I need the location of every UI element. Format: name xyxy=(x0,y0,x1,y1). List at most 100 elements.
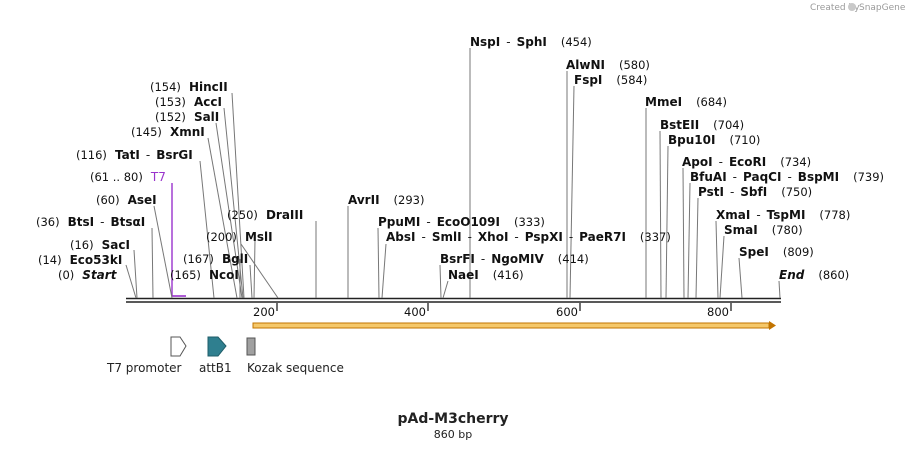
site-saci[interactable]: (16)SacI xyxy=(70,238,130,252)
site-position: (116) xyxy=(76,148,107,162)
svg-text:(60)AseI: (60) AseI xyxy=(96,193,157,207)
credit-brand: SnapGene xyxy=(859,3,906,13)
site-position: (684) xyxy=(696,95,727,109)
site-tati-bsrgi[interactable]: (116)TatI-BsrGI xyxy=(76,148,193,162)
site-bpu10i[interactable]: Bpu10I(710) xyxy=(668,133,760,147)
enzyme-name: End xyxy=(779,268,805,282)
ruler-ticks: 200 400 600 800 xyxy=(253,303,732,319)
legend-item-attb1[interactable]: attB1 xyxy=(199,336,232,375)
site-fspi[interactable]: FspI(584) xyxy=(574,73,647,87)
enzyme-name: SphI xyxy=(517,35,547,49)
site-avrii[interactable]: AvrII(293) xyxy=(348,193,424,207)
svg-text:(0)Start: (0)Start xyxy=(58,268,118,282)
enzyme-name: NspI xyxy=(470,35,500,49)
site-psti-sbfi[interactable]: PstI-SbfI(750) xyxy=(698,185,812,199)
feature-position: (61 .. 80) xyxy=(90,170,143,184)
svg-text:(61 .. 80)T7: (61 .. 80) T7 xyxy=(90,170,166,184)
site-naei[interactable]: NaeI(416) xyxy=(448,268,524,282)
site-position: (860) xyxy=(818,268,849,282)
enzyme-name: HincII xyxy=(189,80,228,94)
site-position: (416) xyxy=(493,268,524,282)
site-position: (60) xyxy=(96,193,120,207)
site-sep: - xyxy=(146,148,150,162)
site-absi-xhoi-group[interactable]: AbsI-SmlI-XhoI-PspXI-PaeR7I(337) xyxy=(386,230,671,244)
site-start[interactable]: (0)Start xyxy=(58,268,118,282)
site-mmei[interactable]: MmeI(684) xyxy=(645,95,727,109)
enzyme-name: PaeR7I xyxy=(579,230,626,244)
svg-text:BsrFI-NgoMIV(414): BsrFI-NgoMIV(414) xyxy=(440,252,589,266)
site-nspi-sphi[interactable]: NspI-SphI(454) xyxy=(470,35,592,49)
site-apoi-ecori[interactable]: ApoI-EcoRI(734) xyxy=(682,155,811,169)
site-spei[interactable]: SpeI(809) xyxy=(739,245,814,259)
site-ncoi[interactable]: (165)NcoI xyxy=(170,268,239,282)
svg-text:(153)AccI: (153)AccI xyxy=(155,95,222,109)
site-position: (750) xyxy=(781,185,812,199)
feature-t7-label[interactable]: (61 .. 80) T7 xyxy=(90,170,166,184)
svg-text:End(860): End (860) xyxy=(779,268,849,282)
enzyme-name: PstI xyxy=(698,185,724,199)
svg-text:(167)BglI: (167)BglI xyxy=(183,252,248,266)
tick-label-200: 200 xyxy=(253,305,275,319)
site-alwni[interactable]: AlwNI(580) xyxy=(566,58,650,72)
site-asei[interactable]: (60) AseI xyxy=(96,193,157,207)
site-msli[interactable]: (200) MslI xyxy=(206,230,273,244)
site-bsrfi-ngomiv[interactable]: BsrFI-NgoMIV(414) xyxy=(440,252,589,266)
site-btsi-btsai[interactable]: (36)BtsI-BtsαI xyxy=(36,215,145,229)
site-smai[interactable]: SmaI(780) xyxy=(724,223,803,237)
site-sep: - xyxy=(100,215,104,229)
feature-orf-arrow[interactable] xyxy=(252,321,776,330)
enzyme-name: Start xyxy=(82,268,117,282)
svg-text:FspI(584): FspI(584) xyxy=(574,73,647,87)
enzyme-name: AlwNI xyxy=(566,58,605,72)
legend-item-t7-promoter[interactable]: T7 promoter xyxy=(106,336,187,375)
site-xmni[interactable]: (145)XmnI xyxy=(131,125,205,139)
site-position: (200) xyxy=(206,230,237,244)
enzyme-name: NgoMIV xyxy=(491,252,544,266)
svg-text:NspI-SphI(454): NspI-SphI(454) xyxy=(470,35,592,49)
site-hincii[interactable]: (154)HincII xyxy=(150,80,228,94)
tick-label-800: 800 xyxy=(707,305,729,319)
site-sep: - xyxy=(569,230,573,244)
site-bfuai-paqci-bspmi[interactable]: BfuAI-PaqCI-BspMI(739) xyxy=(690,170,884,184)
enzyme-name: BspMI xyxy=(798,170,839,184)
site-acci[interactable]: (153)AccI xyxy=(155,95,222,109)
svg-text:(36)BtsI-BtsαI: (36)BtsI-BtsαI xyxy=(36,215,145,229)
svg-text:(116)TatI-BsrGI: (116)TatI-BsrGI xyxy=(76,148,193,162)
site-draiii[interactable]: (250)DraIII xyxy=(227,208,303,222)
site-xmai-tspmi[interactable]: XmaI-TspMI(778) xyxy=(716,208,850,222)
site-position: (293) xyxy=(394,193,425,207)
enzyme-name: PspXI xyxy=(525,230,563,244)
site-position: (710) xyxy=(729,133,760,147)
enzyme-name: BsrGI xyxy=(156,148,193,162)
site-position: (36) xyxy=(36,215,60,229)
t7-primer-mark[interactable] xyxy=(171,183,186,297)
site-bsteii[interactable]: BstEII(704) xyxy=(660,118,744,132)
site-position: (333) xyxy=(514,215,545,229)
site-sali[interactable]: (152)SalI xyxy=(155,110,219,124)
enzyme-name: BsrFI xyxy=(440,252,475,266)
svg-text:PstI-SbfI(750): PstI-SbfI(750) xyxy=(698,185,812,199)
site-sep: - xyxy=(756,208,760,222)
svg-text:MmeI(684): MmeI(684) xyxy=(645,95,727,109)
svg-text:BstEII(704): BstEII(704) xyxy=(660,118,744,132)
site-bgli[interactable]: (167)BglI xyxy=(183,252,248,266)
legend: T7 promoter attB1 Kozak sequence xyxy=(106,336,344,375)
svg-text:(165)NcoI: (165)NcoI xyxy=(170,268,239,282)
site-position: (153) xyxy=(155,95,186,109)
site-end[interactable]: End (860) xyxy=(779,268,849,282)
legend-item-kozak[interactable]: Kozak sequence xyxy=(246,337,344,375)
enzyme-name: AseI xyxy=(128,193,157,207)
site-eco53ki[interactable]: (14)Eco53kI xyxy=(38,253,122,267)
site-ppumi-ecoo109i[interactable]: PpuMI-EcoO109I(333) xyxy=(378,215,545,229)
enzyme-name: MslI xyxy=(245,230,273,244)
feature-name: T7 xyxy=(150,170,166,184)
arrow-filled-icon xyxy=(207,336,227,357)
legend-label: T7 promoter xyxy=(106,361,182,375)
site-sep: - xyxy=(514,230,518,244)
enzyme-name: AbsI xyxy=(386,230,415,244)
site-position: (414) xyxy=(558,252,589,266)
enzyme-name: EcoO109I xyxy=(437,215,500,229)
site-position: (337) xyxy=(640,230,671,244)
svg-text:(154)HincII: (154)HincII xyxy=(150,80,228,94)
